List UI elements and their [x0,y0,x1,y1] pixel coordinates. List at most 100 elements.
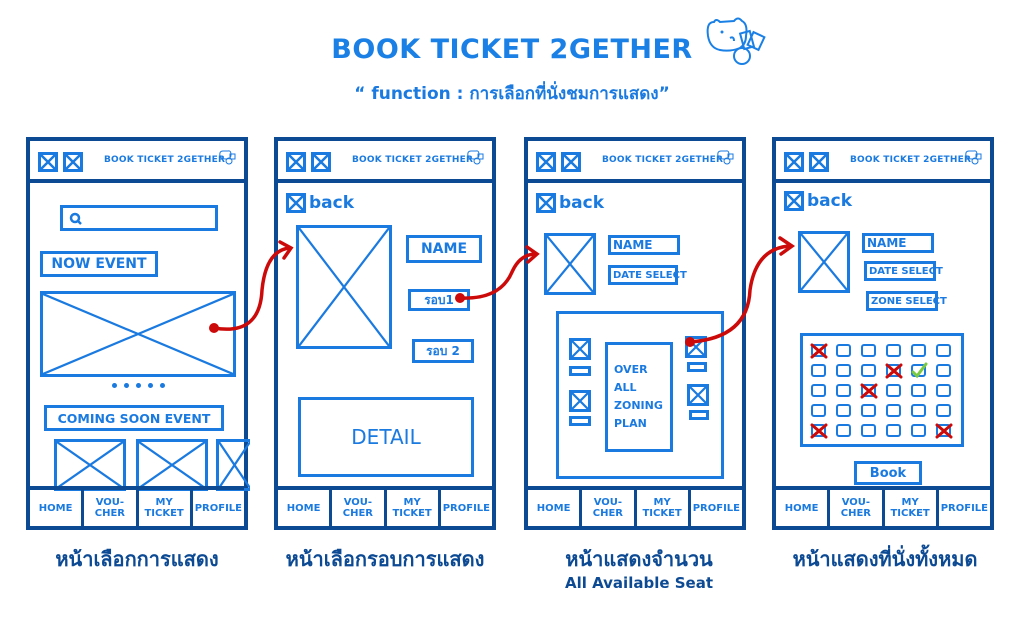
tab-home[interactable]: HOME [278,490,333,526]
carousel-dot[interactable] [124,383,129,388]
tab-my-ticket[interactable]: MY TICKET [637,490,691,526]
seat-available[interactable] [886,404,901,417]
carousel-dots[interactable] [112,383,165,388]
date-select-dropdown[interactable]: DATE SELECT [864,261,943,281]
tab-voucher[interactable]: VOU- CHER [582,490,637,526]
seat-available[interactable] [836,404,851,417]
carousel-dot[interactable] [160,383,165,388]
now-event-banner-image[interactable] [40,291,236,377]
seat-available[interactable] [811,384,826,397]
coming-soon-label: COMING SOON EVENT [44,405,224,431]
diagram-title: BOOK TICKET 2GETHER [331,34,693,65]
zone-block[interactable] [687,384,709,406]
zone-select-dropdown[interactable]: ZONE SELECT [866,291,947,311]
back-button[interactable]: back [536,193,604,213]
tab-voucher[interactable]: VOU- CHER [332,490,387,526]
carousel-dot[interactable] [112,383,117,388]
app-header: BOOK TICKET 2GETHER [528,141,742,183]
carousel-dot[interactable] [136,383,141,388]
seat-available[interactable] [811,404,826,417]
tab-my-ticket[interactable]: MY TICKET [387,490,441,526]
seat-selected[interactable] [911,362,928,379]
zoning-plan-panel: OVER ALL ZONING PLAN [556,311,724,479]
seat-taken-x-icon [885,363,903,379]
notification-placeholder-icon[interactable] [561,152,581,172]
seat-available[interactable] [861,424,876,437]
app-logo-icon [716,149,734,165]
seat-available[interactable] [836,364,851,377]
tab-voucher[interactable]: VOU- CHER [830,490,885,526]
zone-block[interactable] [569,390,591,412]
now-event-label: NOW EVENT [40,251,158,277]
back-icon [286,193,306,213]
notification-placeholder-icon[interactable] [311,152,331,172]
tab-my-ticket[interactable]: MY TICKET [139,490,193,526]
seat-taken-x-icon [810,343,828,359]
zone-label [569,366,591,376]
seat-available[interactable] [861,344,876,357]
app-title: BOOK TICKET 2GETHER [104,155,226,165]
coming-soon-thumb[interactable] [136,439,208,491]
tab-my-ticket[interactable]: MY TICKET [885,490,939,526]
zone-label [569,416,591,426]
seat-available[interactable] [886,424,901,437]
round-1-button[interactable]: รอบ1 [408,289,470,311]
search-icon [69,212,82,225]
seat-available[interactable] [911,424,926,437]
seat-taken-x-icon [860,383,878,399]
menu-placeholder-icon[interactable] [286,152,306,172]
bottom-tab-bar: HOME VOU- CHER MY TICKET PROFILE [278,486,492,526]
tab-profile[interactable]: PROFILE [442,502,491,514]
seat-available[interactable] [886,384,901,397]
seat-available[interactable] [836,344,851,357]
menu-placeholder-icon[interactable] [38,152,58,172]
notification-placeholder-icon[interactable] [63,152,83,172]
caption-select-event: หน้าเลือกการแสดง [55,547,219,571]
back-icon [536,193,556,213]
seat-available[interactable] [911,384,926,397]
zone-block[interactable] [569,338,591,360]
seat-available[interactable] [936,364,951,377]
event-poster-image [296,225,392,349]
notification-placeholder-icon[interactable] [809,152,829,172]
tab-profile[interactable]: PROFILE [194,502,243,514]
menu-placeholder-icon[interactable] [536,152,556,172]
back-label: back [559,193,605,213]
bottom-tab-bar: HOME VOU- CHER MY TICKET PROFILE [776,486,990,526]
seat-available[interactable] [836,384,851,397]
seat-available[interactable] [886,344,901,357]
seat-map [800,333,964,447]
coming-soon-thumb[interactable] [216,439,250,491]
seat-available[interactable] [861,404,876,417]
tab-voucher[interactable]: VOU- CHER [84,490,139,526]
zone-block-selected[interactable] [685,336,707,358]
tab-home[interactable]: HOME [30,490,85,526]
round-2-button[interactable]: รอบ 2 [412,339,474,363]
seat-available[interactable] [836,424,851,437]
back-button[interactable]: back [286,193,354,213]
seat-available[interactable] [936,384,951,397]
menu-placeholder-icon[interactable] [784,152,804,172]
seat-available[interactable] [861,364,876,377]
tab-home[interactable]: HOME [776,490,831,526]
tab-profile[interactable]: PROFILE [692,502,741,514]
coming-soon-thumb[interactable] [54,439,126,491]
overall-zoning-plan: OVER ALL ZONING PLAN [605,342,673,452]
date-select-dropdown[interactable]: DATE SELECT [608,265,687,285]
tab-profile[interactable]: PROFILE [940,502,989,514]
app-title: BOOK TICKET 2GETHER [850,155,972,165]
screen-select-event: BOOK TICKET 2GETHER NOW EVENT COMING SOO… [26,137,250,530]
seat-available[interactable] [911,404,926,417]
seat-available[interactable] [936,404,951,417]
seat-taken-x-icon [810,423,828,439]
seat-available[interactable] [811,364,826,377]
app-logo-icon [218,149,236,165]
back-icon [784,191,804,211]
back-button[interactable]: back [784,191,852,211]
carousel-dot[interactable] [148,383,153,388]
tab-home[interactable]: HOME [528,490,583,526]
seat-available[interactable] [911,344,926,357]
book-button[interactable]: Book [854,461,922,485]
search-input[interactable] [60,205,218,231]
seat-available[interactable] [936,344,951,357]
